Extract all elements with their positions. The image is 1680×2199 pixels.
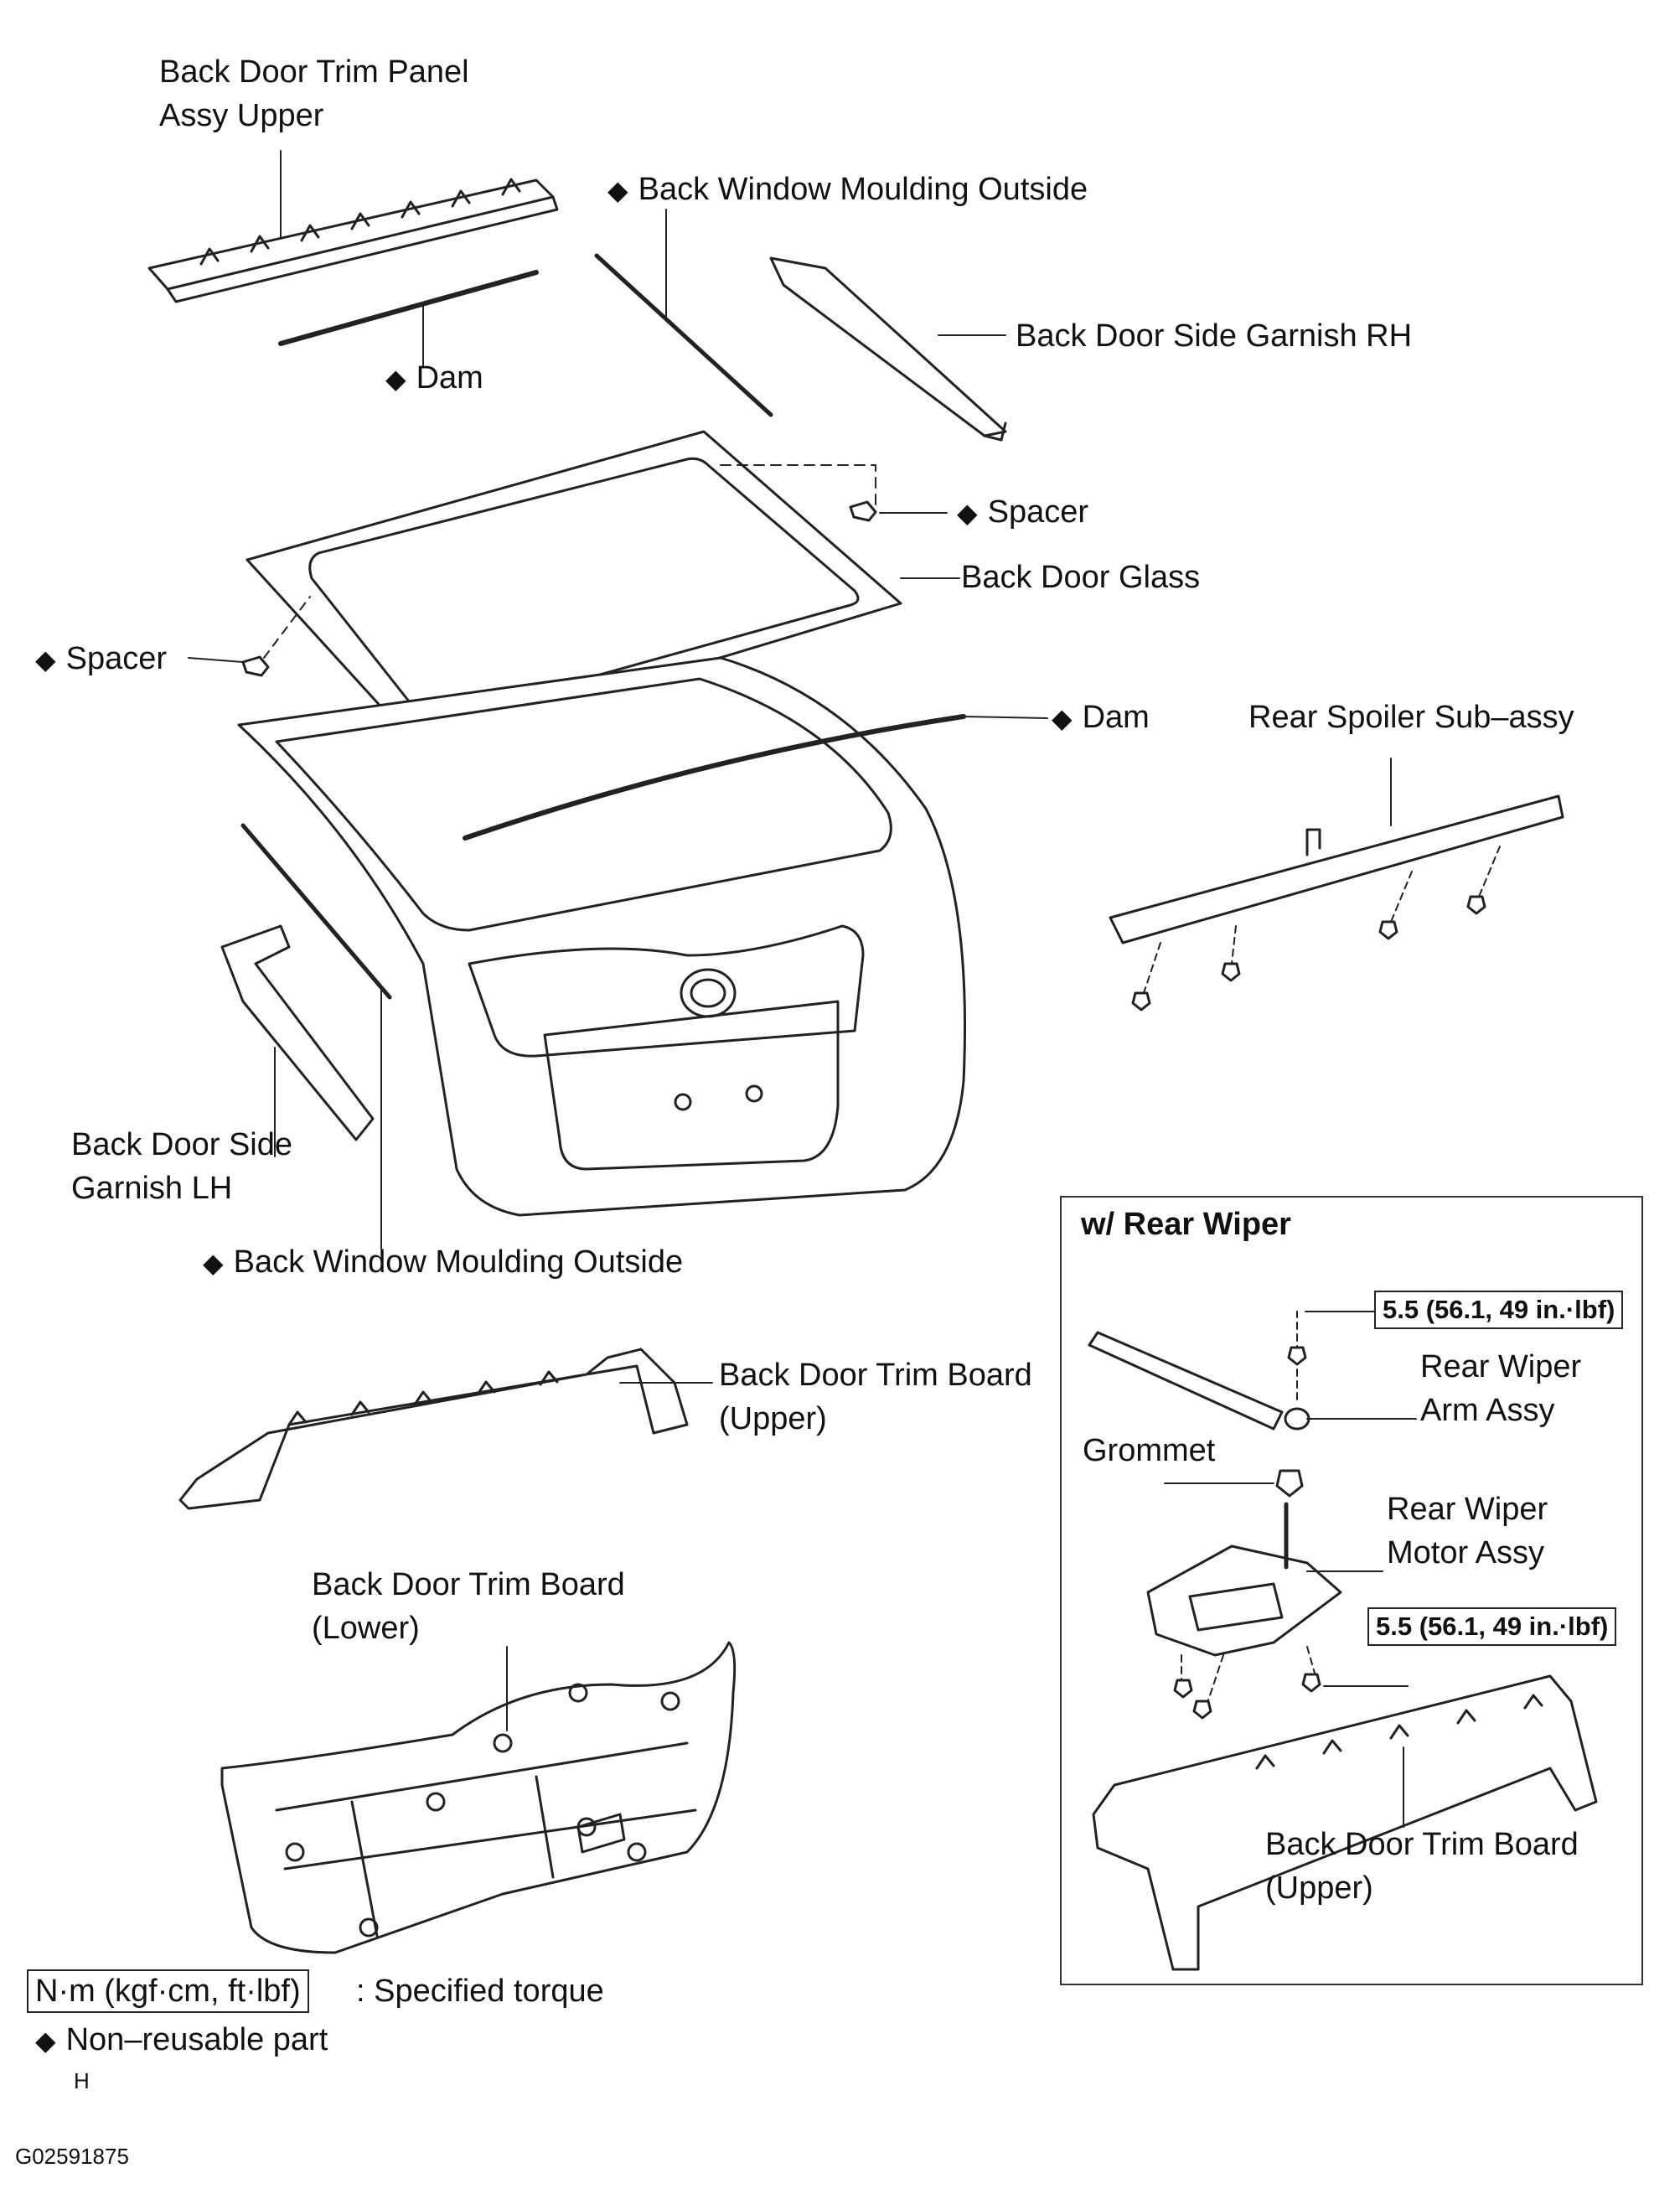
- non-reusable-icon: ◆: [1052, 703, 1073, 733]
- non-reusable-icon: ◆: [607, 175, 628, 205]
- legend-h-mark: H: [74, 2068, 90, 2093]
- legend-torque-text: : Specified torque: [356, 1974, 604, 2009]
- label-trim-board-upper: Back Door Trim Board (Upper): [719, 1358, 1032, 1436]
- non-reusable-icon: ◆: [35, 644, 56, 675]
- legend-torque-unit: N·m (kgf·cm, ft·lbf): [27, 1969, 309, 2013]
- non-reusable-icon: ◆: [35, 2026, 56, 2056]
- label-rear-spoiler: Rear Spoiler Sub–assy: [1248, 700, 1574, 735]
- label-trim-panel-upper: Back Door Trim Panel Assy Upper: [159, 54, 469, 133]
- label-side-garnish-rh: Back Door Side Garnish RH: [1016, 318, 1413, 354]
- non-reusable-icon: ◆: [203, 1248, 224, 1278]
- label-spacer-left: ◆Spacer: [35, 637, 167, 681]
- grommet-drawing: [1164, 1469, 1304, 1498]
- trim-board-upper-drawing: [178, 1348, 713, 1510]
- non-reusable-icon: ◆: [385, 364, 406, 394]
- label-back-door-glass: Back Door Glass: [961, 560, 1201, 595]
- label-spacer-right: ◆Spacer: [957, 490, 1088, 535]
- spacer-left-drawing: [188, 596, 311, 677]
- side-garnish-rh-drawing: [769, 256, 1007, 442]
- legend-non-reusable: ◆Non–reusable part: [35, 2018, 328, 2062]
- inset-title: w/ Rear Wiper: [1081, 1207, 1291, 1242]
- back-door-glass-drawing: [246, 430, 960, 750]
- trim-board-lower-drawing: [220, 1641, 737, 1954]
- rear-spoiler-drawing: [1109, 758, 1564, 1012]
- wiper-arm-drawing: [1088, 1311, 1417, 1431]
- figure-id: G02591875: [15, 2144, 129, 2169]
- spoiler-bolt-icons: [1131, 895, 1486, 1012]
- label-wiper-arm: Rear Wiper Arm Assy: [1420, 1349, 1582, 1428]
- label-grommet: Grommet: [1083, 1433, 1216, 1468]
- label-moulding-outside-top: ◆Back Window Moulding Outside: [607, 168, 1088, 212]
- inset-trim-board-drawing: [1092, 1674, 1598, 1971]
- label-moulding-outside-bottom: ◆Back Window Moulding Outside: [203, 1240, 683, 1285]
- wiper-motor-drawing: [1146, 1502, 1409, 1720]
- label-wiper-motor: Rear Wiper Motor Assy: [1387, 1492, 1548, 1570]
- back-door-body-drawing: [237, 656, 967, 1217]
- moulding-top-drawing: [594, 209, 773, 417]
- dam-middle-drawing: [463, 714, 1048, 841]
- rear-wiper-inset: [1060, 1196, 1643, 1985]
- dam-top-drawing: [278, 270, 539, 368]
- torque-box-top: 5.5 (56.1, 49 in.·lbf): [1374, 1291, 1624, 1329]
- moulding-left-drawing: [240, 823, 392, 1250]
- trim-panel-upper-drawing: [147, 150, 559, 303]
- label-dam-middle: ◆Dam: [1052, 696, 1150, 740]
- side-garnish-lh-drawing: [220, 924, 375, 1157]
- label-side-garnish-lh: Back Door Side Garnish LH: [71, 1127, 293, 1206]
- label-trim-board-lower: Back Door Trim Board (Lower): [312, 1567, 625, 1646]
- spacer-right-drawing: [849, 500, 948, 522]
- torque-box-bottom: 5.5 (56.1, 49 in.·lbf): [1367, 1607, 1617, 1646]
- label-inset-trim-board-upper: Back Door Trim Board (Upper): [1265, 1827, 1579, 1906]
- non-reusable-icon: ◆: [957, 498, 978, 528]
- label-dam-top: ◆Dam: [385, 356, 483, 401]
